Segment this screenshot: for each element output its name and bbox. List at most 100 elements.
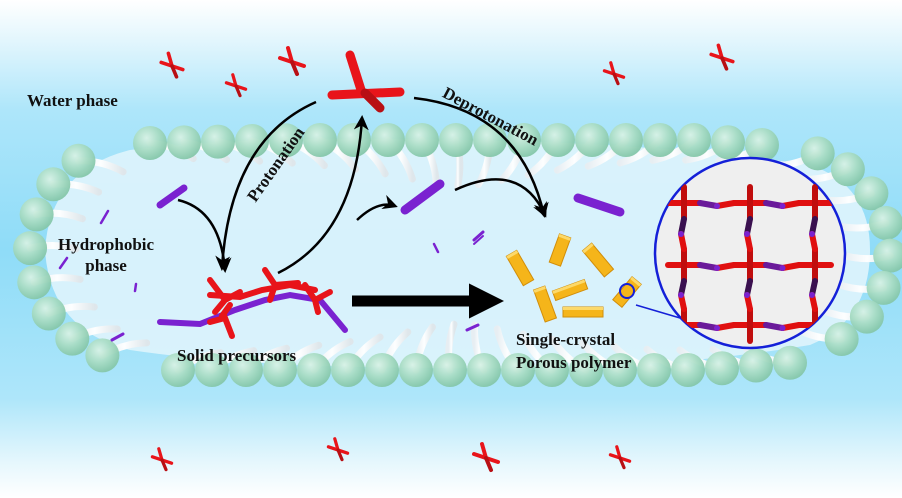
lipid-head [575, 123, 609, 157]
lipid-head [773, 345, 807, 380]
lipid-head [637, 353, 671, 387]
lipid-head [739, 348, 773, 383]
arrow-protonation [277, 115, 369, 275]
lipid-head [711, 125, 745, 160]
lipid-head [643, 123, 677, 157]
lipid-head [31, 296, 66, 331]
hydrophobic-phase-label-line-2: phase [85, 255, 127, 275]
lipid-head [609, 123, 643, 157]
lipid-head [85, 338, 120, 373]
lipid-head [830, 152, 865, 187]
framework-node [779, 265, 786, 271]
acid-molecule [472, 442, 500, 472]
arrow-to-linker [356, 194, 398, 221]
acid-molecule [150, 447, 174, 472]
framework-node [744, 292, 750, 298]
lipid-head [569, 353, 603, 387]
lipid-head [501, 353, 535, 387]
lipid-head [195, 353, 229, 387]
arrow-linker-to-precursors [177, 198, 232, 273]
framework-node [678, 231, 684, 237]
framework-node [714, 265, 720, 271]
framework-node [714, 325, 720, 331]
acid-molecule [602, 61, 626, 86]
lipid-head [854, 176, 889, 211]
framework-node [809, 231, 815, 237]
framework-node [779, 203, 786, 209]
crystal-rod [581, 242, 615, 278]
lipid-head [337, 123, 371, 157]
protonated-acid-molecule [327, 50, 405, 113]
lipid-head [365, 353, 399, 387]
acid-molecule [709, 43, 735, 71]
product-label-line-2: Porous polymer [516, 352, 632, 372]
crystal-rod [551, 278, 589, 302]
lipid-head [541, 123, 575, 157]
framework-node [809, 292, 815, 298]
lipid-head [399, 353, 433, 387]
lipid-head [303, 123, 337, 157]
lipid-head [161, 353, 195, 387]
product-label-line-1: Single-crystal [516, 330, 616, 349]
framework-node [744, 231, 750, 237]
acid-molecule [278, 46, 306, 76]
lipid-head [873, 238, 902, 273]
lipid-head [824, 322, 859, 357]
lipid-head [705, 351, 739, 386]
arrow-linker-to-crystal [454, 178, 547, 218]
lipid-head [19, 197, 54, 232]
lipid-head [17, 265, 52, 300]
product-label: Single-crystal Porous polymer [516, 331, 631, 372]
linker-molecules [58, 179, 625, 342]
lipid-heads [13, 123, 902, 387]
lipid-head [603, 353, 637, 387]
single-crystal-porous-polymer [505, 233, 642, 323]
crystal-rod [505, 249, 535, 287]
lipid-head [269, 123, 303, 158]
lipid-head [331, 353, 365, 387]
crystal-rod [548, 233, 572, 267]
lipid-head [800, 136, 835, 171]
lipid-head [371, 123, 405, 157]
lipid-head [535, 353, 569, 387]
framework-node [779, 325, 786, 331]
hydrophobic-phase-label-line-1: Hydrophobic [58, 235, 155, 254]
acid-molecule [224, 73, 248, 98]
lipid-head [61, 143, 96, 178]
lipid-head [405, 123, 439, 157]
reaction-arrows [177, 96, 549, 275]
lipid-head [297, 353, 331, 387]
crystal-rod [532, 285, 558, 323]
water-phase-label: Water phase [27, 91, 118, 110]
framework-node [714, 203, 720, 209]
lipid-head [55, 321, 90, 356]
framework-node [678, 292, 684, 298]
lipid-head [133, 126, 167, 160]
lipid-head [868, 206, 902, 241]
solid-precursors-cluster [157, 267, 348, 339]
arrow-to-precursors [215, 100, 317, 271]
crystal-rod [562, 306, 604, 318]
solid-precursors-label: Solid precursors [177, 346, 297, 365]
lipid-head [671, 353, 705, 387]
lipid-head [235, 123, 269, 158]
lipid-head [229, 353, 263, 387]
acid-molecules [150, 43, 735, 472]
lipid-head [467, 353, 501, 387]
acid-molecule [608, 445, 632, 470]
acid-molecule [326, 437, 350, 462]
lipid-head [849, 299, 884, 334]
lipid-head [167, 125, 201, 160]
arrow-deprotonation [413, 96, 549, 218]
lipid-head [745, 127, 779, 162]
lipid-head [439, 123, 473, 157]
lipid-head [433, 353, 467, 387]
lipid-head [13, 231, 48, 266]
lipid-head [36, 167, 71, 202]
hydrophobic-phase-label: Hydrophobic phase [58, 236, 154, 275]
lipid-head [866, 270, 901, 305]
acid-molecule [159, 51, 185, 79]
lipid-head [507, 123, 541, 157]
